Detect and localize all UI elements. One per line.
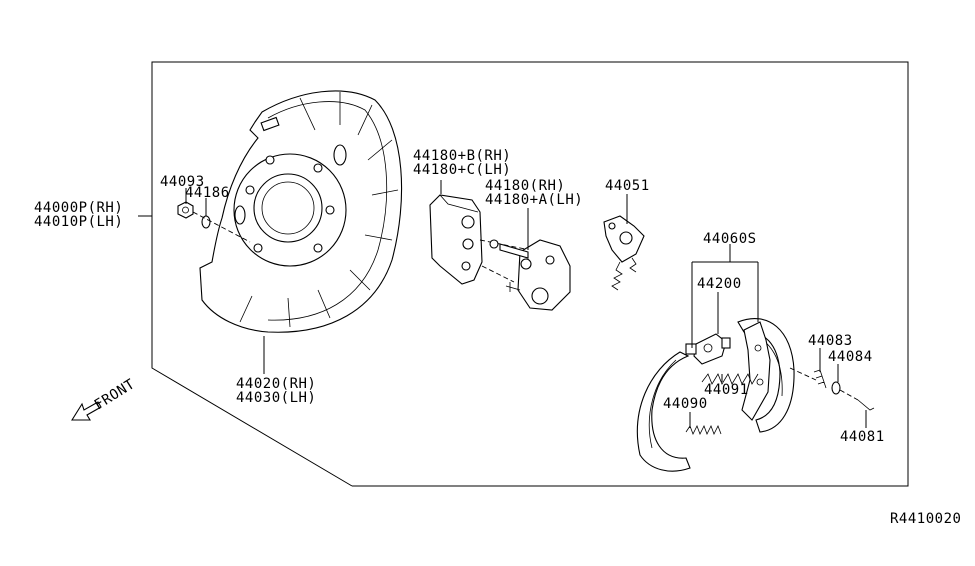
front-arrow-icon [71, 401, 102, 421]
front-direction-indicator: FRONT [71, 376, 138, 421]
label-44020: 44020(RH) [236, 376, 316, 392]
spring-44091-drawing [701, 373, 759, 385]
lever-bracket-drawing [429, 194, 531, 285]
label-44083: 44083 [808, 333, 853, 349]
brake-shoes-drawing [636, 318, 795, 472]
label-44090: 44090 [663, 396, 708, 412]
label-44093: 44093 [160, 174, 205, 190]
label-44091: 44091 [704, 382, 749, 398]
label-44180a: 44180+A(LH) [485, 192, 583, 208]
wheel-cylinder-drawing [685, 333, 731, 365]
diagram-code: R4410020 [890, 511, 961, 527]
spring-44090-drawing [685, 425, 722, 435]
backing-plate-drawing [199, 90, 403, 333]
label-44200: 44200 [697, 276, 742, 292]
label-44180c: 44180+C(LH) [413, 162, 511, 178]
assembly-frame [151, 61, 909, 487]
label-44081: 44081 [840, 429, 885, 445]
label-44180b: 44180+B(RH) [413, 148, 511, 164]
label-44010p: 44010P(LH) [34, 214, 123, 230]
parking-lever-drawing [489, 239, 571, 311]
label-44084: 44084 [828, 349, 873, 365]
label-44060s: 44060S [703, 231, 757, 247]
label-44051: 44051 [605, 178, 650, 194]
label-44180: 44180(RH) [485, 178, 565, 194]
nut-washer-drawing [177, 201, 251, 243]
leader-lines [138, 180, 867, 428]
hold-down-hardware-drawing [789, 367, 875, 411]
front-label: FRONT [92, 376, 138, 413]
label-44186: 44186 [185, 185, 230, 201]
adjuster-drawing [603, 215, 645, 291]
label-44030: 44030(LH) [236, 390, 316, 406]
label-44000p: 44000P(RH) [34, 200, 123, 216]
